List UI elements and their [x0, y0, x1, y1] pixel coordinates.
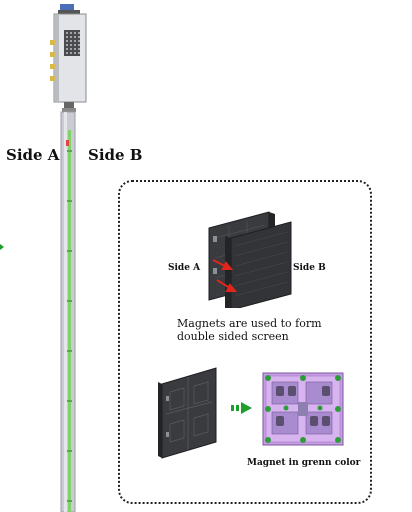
- single-panel-illustration: [158, 367, 217, 459]
- side-a-label: Side A: [6, 146, 60, 164]
- magnet-board-illustration: [262, 372, 344, 446]
- magnets-caption-line1: Magnets are used to form: [177, 317, 322, 330]
- pole-illustration: [0, 4, 87, 512]
- magnets-caption-line2: double sided screen: [177, 330, 289, 343]
- magnet-dots: [265, 375, 341, 443]
- arrow-right-icon: [231, 402, 252, 414]
- detail-side-b-label: Side B: [293, 263, 326, 273]
- side-b-label: Side B: [88, 146, 143, 164]
- double-sided-panels-illustration: [208, 211, 292, 308]
- detail-frame: [118, 180, 372, 504]
- magnet-arrows: [212, 259, 238, 292]
- led-stripe: [68, 130, 71, 512]
- detail-side-a-label: Side A: [168, 263, 201, 273]
- magnet-color-caption: Magnet in grenn color: [247, 458, 361, 468]
- control-cabinet: [53, 13, 87, 103]
